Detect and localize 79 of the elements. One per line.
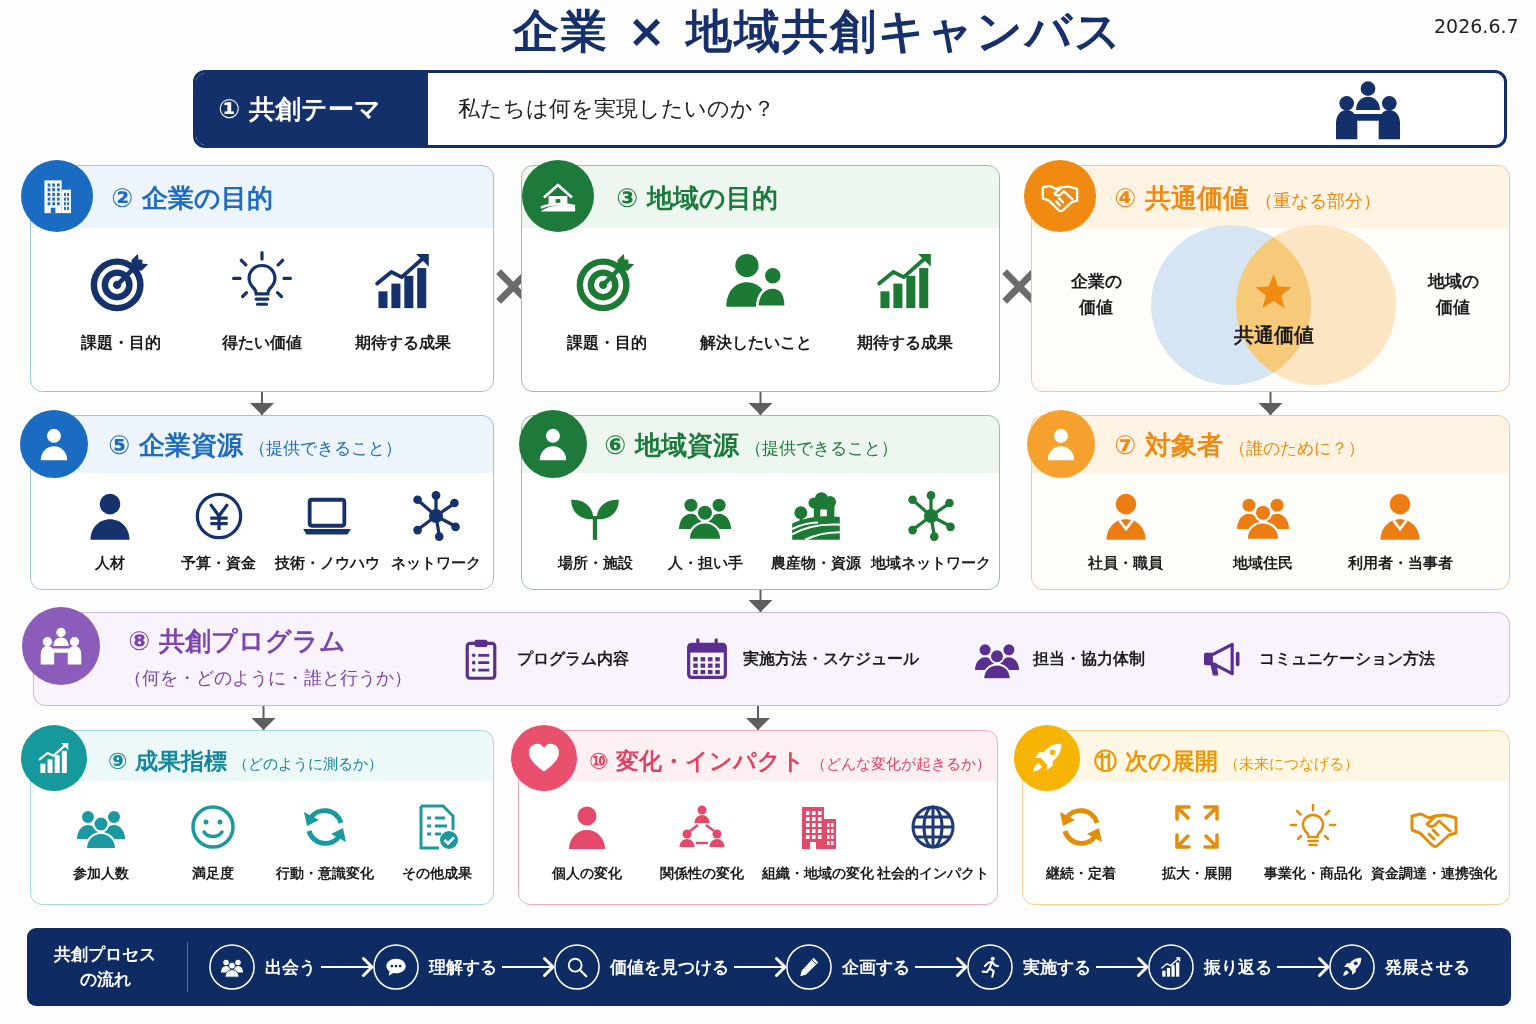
item-label: 地域ネットワーク [871,554,991,573]
arrow [1258,391,1283,416]
item-label: 農産物・資源 [770,554,861,573]
step-label: 発展させる [1385,955,1470,979]
panel-subheading: （提供できること） [745,438,899,458]
panel-heading: ⑥ 地域資源 [604,430,740,460]
venn-label: 企業の価値 [1069,270,1123,319]
item-label: ネットワーク [390,554,481,573]
item-label: 行動・意識変化 [276,864,374,883]
item-label: 地域住民 [1233,554,1293,573]
item-label: 予算・資金 [181,554,257,573]
panel-subheading: （何を・どのように・誰と行うか） [124,666,412,690]
chevron-arrow [320,957,374,977]
panel-subheading: （誰のために？） [1229,438,1366,458]
item-label: 実施方法・スケジュール [743,648,919,670]
item-label: 社員・職員 [1088,554,1164,573]
theme-bar [193,70,1507,148]
panel-heading: ⑩ 変化・インパクト [589,748,806,774]
panel-heading: ⑨ 成果指標 [108,748,228,774]
item-label: プログラム内容 [517,648,629,670]
item-label: コミュニケーション方法 [1259,648,1435,670]
step-label: 企画する [842,955,910,979]
chevron-arrow [733,957,787,977]
item-label: 継続・定着 [1046,864,1116,883]
theme-heading: ① 共創テーマ [196,73,428,145]
process-bar [27,928,1511,1006]
item-label: 課題・目的 [81,332,162,354]
process-bar-title: 共創プロセスの流れ [53,943,157,991]
page-title: 企業 × 地域共創キャンバス [513,4,1123,60]
item-label: 満足度 [192,864,234,883]
chevron-arrow [1276,957,1330,977]
item-label: その他成果 [402,864,472,883]
item-label: 期待する成果 [856,332,953,354]
item-label: 拡大・展開 [1162,864,1232,883]
arrow [748,589,773,613]
chevron-arrow [914,957,968,977]
date-label: 2026.6.7 [1434,15,1519,38]
item-label: 人材 [95,554,126,573]
item-label: 参加人数 [73,864,129,883]
item-label: 解決したいこと [699,332,812,354]
item-label: 社会的インパクト [877,864,990,883]
item-label: 組織・地域の変化 [761,864,874,883]
theme-question: 私たちは何を実現したいのか？ [458,94,775,123]
step-label: 実施する [1023,955,1091,979]
item-label: 得たい価値 [222,332,302,354]
item-label: 場所・施設 [557,554,633,573]
arrow [250,391,274,416]
panel-heading: ② 企業の目的 [111,183,274,213]
arrow [746,705,770,731]
step-label: 出会う [265,955,316,979]
item-label: 人・担い手 [668,554,743,573]
step-label: 理解する [429,955,497,979]
item-label: 関係性の変化 [660,864,745,883]
venn-label: 地域の価値 [1426,270,1480,319]
arrow [251,705,276,731]
item-label: 利用者・当事者 [1347,554,1453,573]
arrow [748,391,773,416]
panel-subheading: （どんな変化が起きるか） [811,756,992,772]
item-label: 技術・ノウハウ [274,554,380,573]
panel-subheading: （どのように測るか） [233,756,384,772]
panel-subheading: （未来につなげる） [1224,756,1359,772]
step-label: 振り返る [1204,955,1272,979]
step-label: 価値を見つける [610,955,729,979]
panel-heading: ⑦ 対象者 [1114,430,1224,460]
panel-heading: ③ 地域の目的 [616,183,779,213]
chevron-arrow [501,957,555,977]
panel-heading: ⑤ 企業資源 [108,430,244,460]
panel-subheading: （重なる部分） [1255,190,1382,211]
panel-subheading: （提供できること） [249,438,403,458]
panel-heading: ⑧ 共創プログラム [128,625,347,658]
panel-heading: ④ 共通価値 [1114,183,1250,213]
item-label: 個人の変化 [551,864,622,883]
item-label: 資金調達・連携強化 [1371,864,1497,883]
item-label: 事業化・商品化 [1264,864,1362,883]
item-label: 期待する成果 [354,332,451,354]
chevron-arrow [1095,957,1149,977]
panel-heading: ⑪ 次の展開 [1094,748,1218,774]
item-label: 課題・目的 [566,332,647,354]
item-label: 担当・協力体制 [1033,648,1145,670]
